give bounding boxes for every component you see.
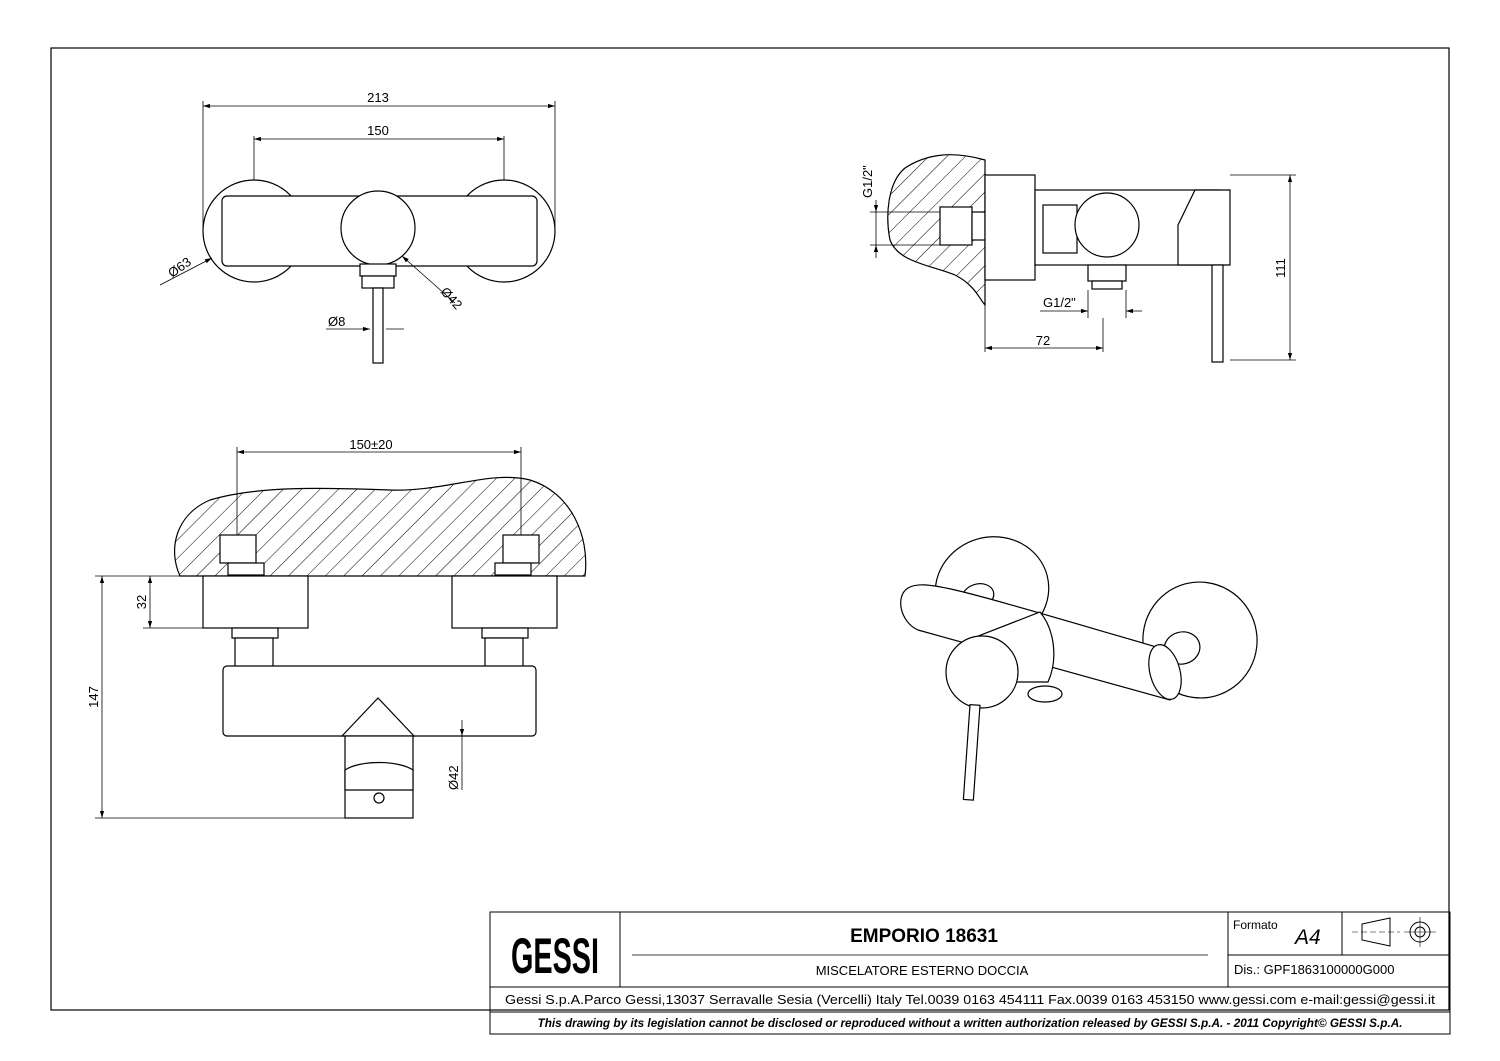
left-connector-tube	[234, 637, 274, 671]
product-subtitle: MISCELATORE ESTERNO DOCCIA	[816, 963, 1029, 978]
dim-inlet-thread-label: G1/2"	[860, 165, 875, 198]
projection-symbol	[1361, 917, 1391, 947]
dim-42-front-value: 42	[446, 765, 461, 779]
product-title: EMPORIO 18631	[850, 926, 998, 947]
iso-outlet	[1027, 685, 1063, 703]
side-outlet	[1087, 264, 1127, 282]
wall-connector	[939, 206, 973, 246]
lever-hub	[359, 263, 397, 277]
dim-42-front-label: Ø42	[446, 765, 461, 790]
lever-base	[361, 275, 395, 289]
leader-42-top	[401, 255, 456, 304]
dim-outlet-thread-label: G1/2"	[1043, 295, 1076, 310]
format-value: A4	[1293, 926, 1321, 949]
top-view	[159, 101, 556, 364]
dim-63-label: Ø63	[165, 254, 194, 280]
disclaimer: This drawing by its legislation cannot b…	[538, 1016, 1403, 1030]
dim-42-top-label: Ø42	[438, 284, 466, 312]
dim-32-label: 32	[134, 595, 149, 609]
side-lever-hub	[1177, 189, 1231, 266]
dim-150-20-label: 150±20	[349, 437, 392, 452]
lever-handle	[372, 287, 384, 364]
wall-section-front	[174, 476, 587, 577]
right-connector-tube	[484, 637, 524, 671]
dim-213-label: 213	[367, 90, 389, 105]
side-lever	[1211, 264, 1224, 363]
left-inlet-fitting	[219, 534, 257, 564]
dim-8-label: Ø8	[328, 314, 345, 329]
side-flange	[984, 174, 1036, 281]
dim-63-value: 63	[173, 254, 193, 275]
leader-63	[159, 257, 213, 286]
side-view	[870, 154, 1296, 363]
sheet-border	[50, 47, 1450, 1011]
side-knob	[1074, 192, 1140, 258]
front-view	[95, 447, 587, 819]
company-info: Gessi S.p.A.Parco Gessi,13037 Serravalle…	[505, 992, 1435, 1007]
isometric-view	[900, 536, 1258, 801]
format-label: Formato	[1233, 918, 1278, 932]
dim-147-label: 147	[86, 686, 101, 708]
right-inlet-fitting	[502, 534, 540, 564]
dim-72-label: 72	[1036, 333, 1050, 348]
gessi-logo: GESSI	[511, 928, 599, 984]
dim-111-label: 111	[1273, 258, 1288, 278]
iso-lever	[962, 704, 981, 801]
dim-150-label: 150	[367, 123, 389, 138]
title-block	[489, 911, 1451, 1035]
left-flange-front	[202, 575, 309, 629]
drawing-number: Dis.: GPF1863100000G000	[1234, 962, 1394, 977]
iso-knob	[945, 635, 1019, 709]
control-knob	[340, 190, 416, 266]
wall-section-side	[887, 154, 986, 307]
dim-8-value: 8	[338, 314, 345, 329]
right-flange-front	[451, 575, 558, 629]
